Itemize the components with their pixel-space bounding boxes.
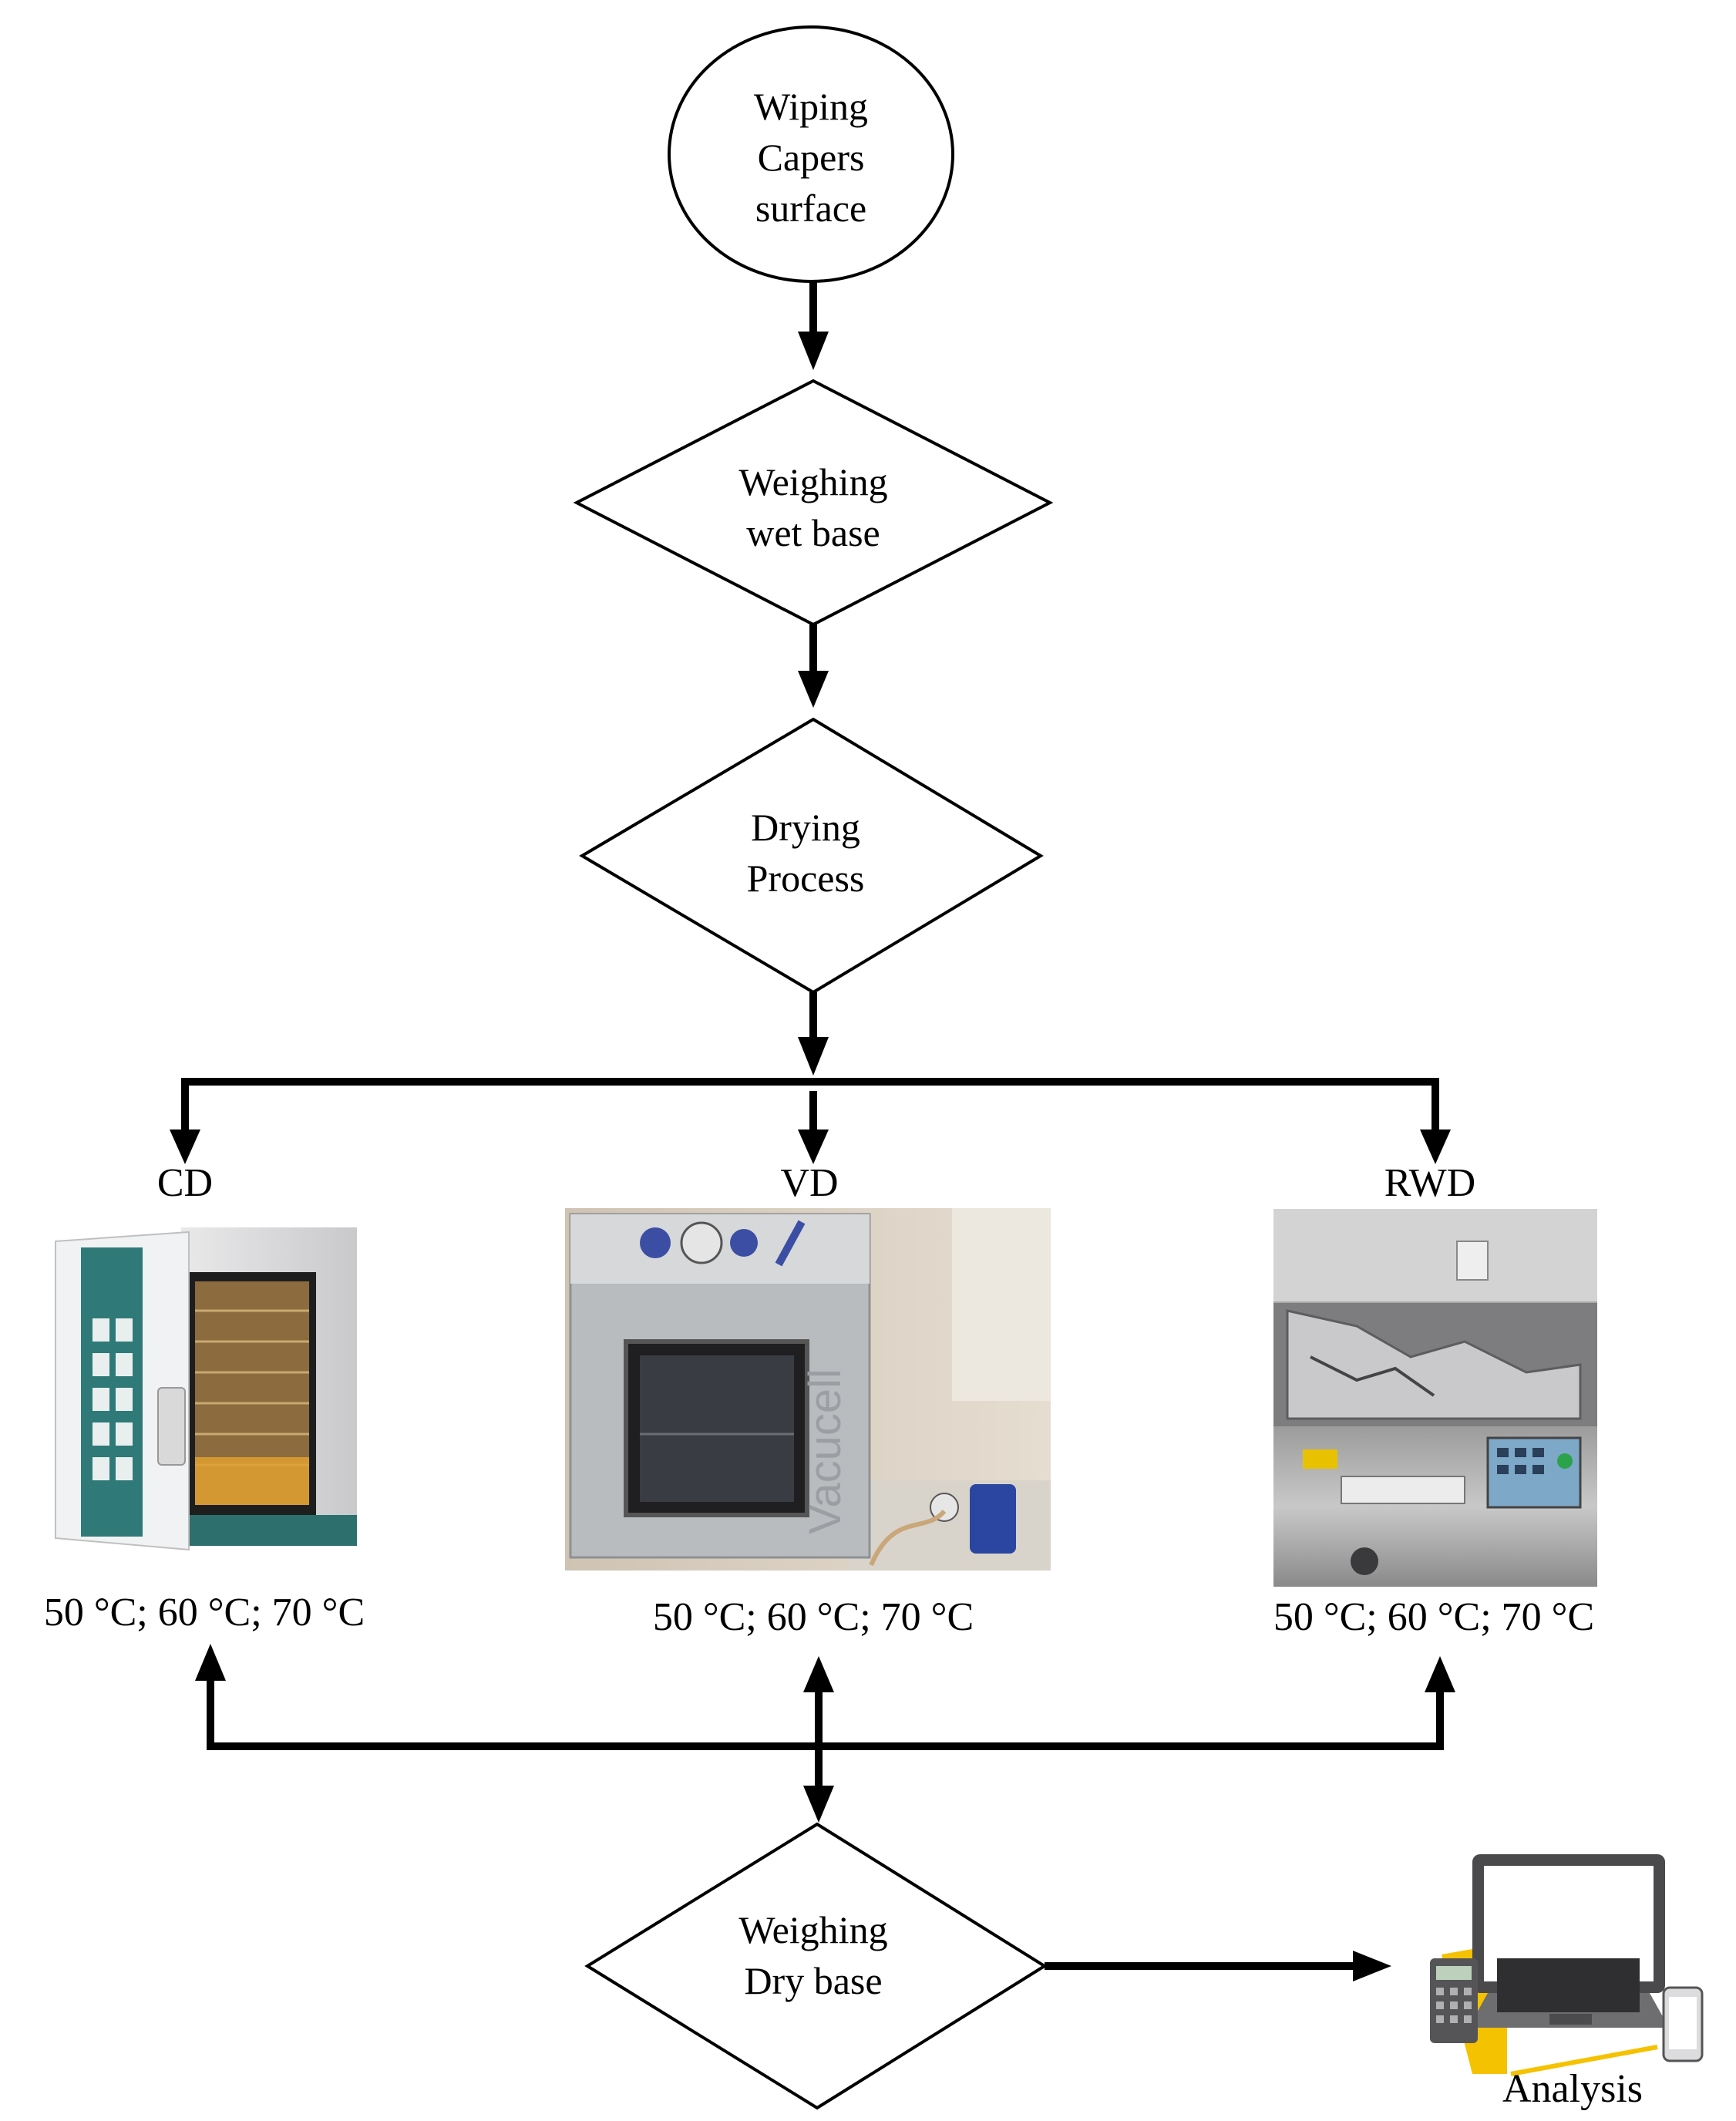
convective-oven-image bbox=[55, 1227, 357, 1551]
merge-connector bbox=[195, 1644, 1455, 1823]
vacucell-label: Vacucell bbox=[800, 1369, 850, 1534]
method-label-rwd: RWD bbox=[1384, 1161, 1476, 1205]
analysis-label: Analysis bbox=[1502, 2067, 1643, 2111]
weigh-dry-diamond bbox=[584, 1822, 1048, 2110]
temps-cd: 50 °C; 60 °C; 70 °C bbox=[43, 1591, 365, 1635]
connector-dry-to-analysis bbox=[1045, 1951, 1391, 1981]
weigh-dry-node-label: Weighing Dry base bbox=[738, 1908, 888, 2002]
method-label-cd: CD bbox=[156, 1161, 214, 1205]
weigh-wet-node-label: Weighing wet base bbox=[738, 460, 888, 554]
method-label-vd: VD bbox=[780, 1161, 839, 1205]
start-node-label: Wiping Capers surface bbox=[754, 85, 868, 230]
temps-vd: 50 °C; 60 °C; 70 °C bbox=[652, 1595, 974, 1639]
start-ellipse bbox=[668, 25, 954, 283]
connector-drying-to-split bbox=[798, 992, 829, 1076]
drying-node-label: Drying Process bbox=[746, 806, 865, 900]
connector-wet-to-drying bbox=[798, 625, 829, 708]
temps-rwd: 50 °C; 60 °C; 70 °C bbox=[1273, 1595, 1595, 1639]
rwd-dryer-image bbox=[1273, 1209, 1597, 1587]
vacuum-oven-image: Vacucell bbox=[565, 1208, 1051, 1571]
connector-start-to-wet bbox=[798, 282, 829, 370]
split-connector bbox=[170, 1078, 1451, 1164]
analysis-illustration bbox=[1430, 1854, 1704, 2076]
